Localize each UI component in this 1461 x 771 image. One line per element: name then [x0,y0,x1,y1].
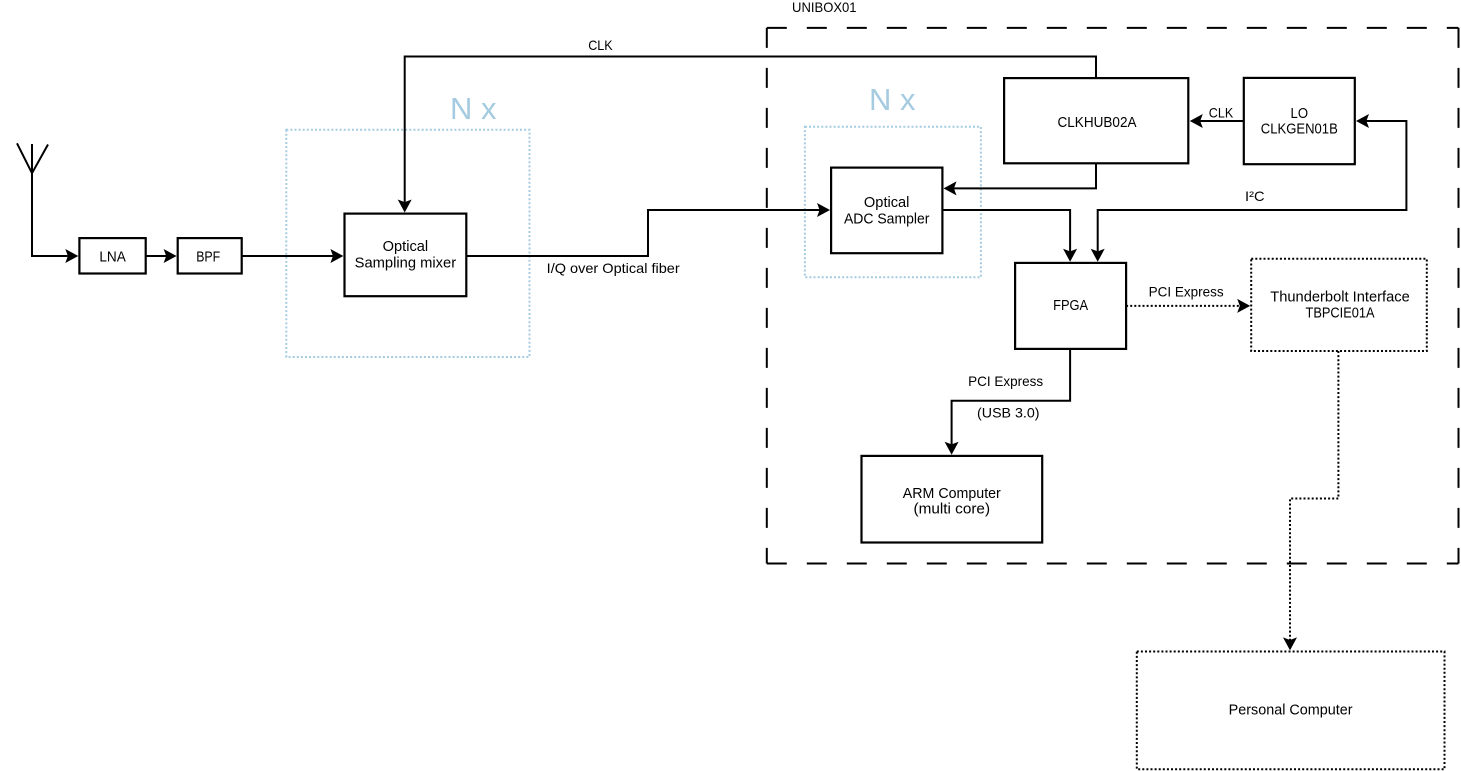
svg-text:(USB 3.0): (USB 3.0) [977,406,1040,421]
svg-text:BPF: BPF [196,249,220,265]
svg-text:CLKGEN01B: CLKGEN01B [1261,122,1338,138]
svg-text:Optical: Optical [383,239,429,255]
svg-text:PCI Express: PCI Express [968,374,1043,389]
svg-text:I/Q over Optical fiber: I/Q over Optical fiber [547,261,680,276]
svg-text:CLKHUB02A: CLKHUB02A [1058,115,1137,131]
svg-text:FPGA: FPGA [1053,298,1088,314]
svg-text:CLK: CLK [588,38,613,53]
svg-text:ADC Sampler: ADC Sampler [844,212,930,228]
svg-text:CLK: CLK [1209,105,1234,120]
svg-text:N x: N x [450,91,497,126]
svg-text:ARM Computer: ARM Computer [903,486,1001,502]
svg-text:Personal Computer: Personal Computer [1229,703,1353,719]
svg-text:LO: LO [1291,106,1309,122]
svg-text:Sampling mixer: Sampling mixer [355,256,457,272]
svg-text:Optical: Optical [864,195,910,211]
svg-text:PCI Express: PCI Express [1149,285,1224,300]
svg-text:(multi core): (multi core) [914,502,991,518]
svg-text:I²C: I²C [1245,189,1265,204]
svg-text:TBPCIE01A: TBPCIE01A [1306,306,1375,322]
svg-text:Thunderbolt Interface: Thunderbolt Interface [1270,290,1410,306]
svg-text:N x: N x [869,82,916,117]
svg-text:LNA: LNA [99,249,126,265]
svg-text:UNIBOX01: UNIBOX01 [792,0,857,15]
